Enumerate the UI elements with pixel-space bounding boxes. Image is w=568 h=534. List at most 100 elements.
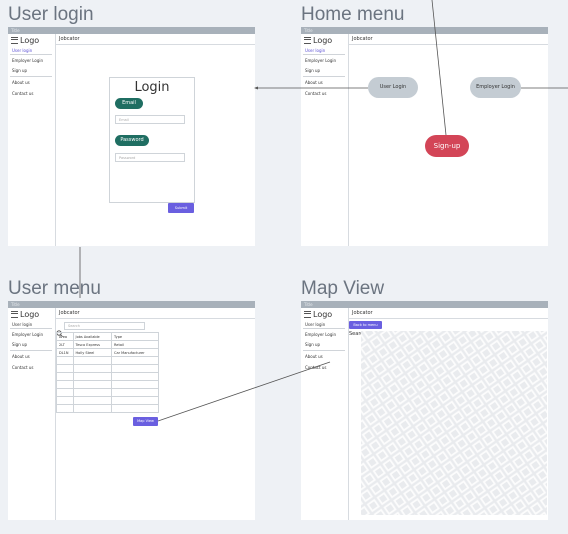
nav-employer-login[interactable]: Employer Login (12, 58, 44, 63)
top-bar: Jobcator (56, 34, 255, 45)
nav-sign-up[interactable]: Sign up (12, 342, 28, 347)
user-login-frame: Title Logo User login Employer Login Sig… (8, 27, 255, 246)
window-title-bar: Title (301, 301, 548, 308)
window-caption: Title (304, 302, 313, 307)
table-row[interactable] (56, 404, 159, 413)
map-area[interactable] (361, 331, 547, 515)
email-label: Email (115, 98, 143, 109)
login-heading: Login (134, 80, 170, 95)
back-to-menu-button[interactable]: Back to menu (349, 321, 382, 329)
nav-employer-login[interactable]: Employer Login (305, 58, 337, 63)
table-row[interactable] (56, 364, 159, 373)
table-cell (111, 372, 159, 381)
top-bar: Jobcator (349, 308, 548, 319)
search-input[interactable]: Search (64, 322, 145, 330)
table-row[interactable] (56, 388, 159, 397)
app-name: Jobcator (59, 36, 80, 42)
top-bar: Jobcator (56, 308, 255, 319)
table-cell (56, 404, 74, 413)
nav-contact-us[interactable]: Contact us (12, 91, 34, 96)
table-cell: Tesco Express (72, 340, 113, 349)
window-title-bar: Title (301, 27, 548, 34)
table-cell: Holly Steel (72, 348, 113, 357)
menu-icon[interactable] (11, 311, 18, 318)
nav-divider (303, 350, 345, 351)
nav-divider (10, 328, 52, 329)
nav-employer-login[interactable]: Employer Login (12, 332, 44, 337)
logo-text: Logo (313, 36, 333, 45)
table-header-cell: Jobs Available (72, 332, 113, 341)
nav-user-login[interactable]: User login (12, 322, 33, 327)
app-logo: Logo (11, 36, 39, 45)
nav-contact-us[interactable]: Contact us (12, 365, 34, 370)
table-row[interactable] (56, 380, 159, 389)
table-cell (111, 380, 159, 389)
app-name: Jobcator (352, 36, 373, 42)
sidebar: Logo User login Employer Login Sign up A… (301, 34, 349, 246)
nav-about-us[interactable]: About us (12, 354, 30, 359)
password-field[interactable]: Password (115, 153, 185, 162)
nav-divider (303, 76, 345, 77)
menu-icon[interactable] (304, 311, 311, 318)
nav-sign-up[interactable]: Sign up (12, 68, 28, 73)
nav-divider (303, 54, 345, 55)
window-caption: Title (304, 28, 313, 33)
nav-about-us[interactable]: About us (305, 80, 323, 85)
sidebar: Logo User login Employer Login Sign up A… (8, 308, 56, 520)
section-title-home-menu: Home menu (301, 4, 405, 25)
nav-employer-login[interactable]: Employer Login (305, 332, 337, 337)
nav-divider (10, 350, 52, 351)
login-card: Login Email Email Password Password (109, 77, 195, 203)
table-cell (111, 388, 159, 397)
app-name: Jobcator (352, 310, 373, 316)
table-cell (72, 356, 113, 365)
menu-icon[interactable] (11, 37, 18, 44)
nav-contact-us[interactable]: Contact us (305, 365, 327, 370)
nav-divider (10, 76, 52, 77)
home-menu-frame: Title Logo User login Employer Login Sig… (301, 27, 548, 246)
sidebar: Logo User login Employer Login Sign up A… (301, 308, 349, 520)
nav-divider (10, 54, 52, 55)
search-icon[interactable] (56, 322, 63, 337)
table-row[interactable] (56, 372, 159, 381)
table-row[interactable] (56, 396, 159, 405)
table-cell (111, 364, 159, 373)
submit-button[interactable]: Submit (168, 203, 194, 213)
window-title-bar: Title (8, 301, 255, 308)
user-login-button[interactable]: User Login (368, 77, 418, 98)
menu-icon[interactable] (304, 37, 311, 44)
table-cell (111, 396, 159, 405)
nav-contact-us[interactable]: Contact us (305, 91, 327, 96)
sidebar: Logo User login Employer Login Sign up A… (8, 34, 56, 246)
logo-text: Logo (20, 310, 40, 319)
top-bar: Jobcator (349, 34, 548, 45)
table-cell (72, 404, 113, 413)
map-view-button[interactable]: Map View (133, 417, 158, 426)
window-caption: Title (11, 28, 20, 33)
table-cell: Retail (111, 340, 159, 349)
nav-user-login[interactable]: User login (305, 48, 326, 53)
app-logo: Logo (304, 36, 332, 45)
nav-about-us[interactable]: About us (12, 80, 30, 85)
nav-sign-up[interactable]: Sign up (305, 342, 321, 347)
nav-user-login[interactable]: User login (305, 322, 326, 327)
nav-sign-up[interactable]: Sign up (305, 68, 321, 73)
nav-about-us[interactable]: About us (305, 354, 323, 359)
sign-up-button[interactable]: Sign-up (425, 135, 469, 157)
table-cell (56, 396, 74, 405)
nav-user-login[interactable]: User login (12, 48, 33, 53)
section-title-map-view: Map View (301, 278, 385, 299)
table-cell (56, 380, 74, 389)
password-label: Password (115, 135, 149, 146)
table-cell: DL1N (56, 348, 74, 357)
employer-login-button[interactable]: Employer Login (470, 77, 521, 98)
table-cell (72, 380, 113, 389)
table-row[interactable] (56, 356, 159, 365)
table-cell (72, 364, 113, 373)
email-field[interactable]: Email (115, 115, 185, 124)
map-grid (361, 331, 547, 515)
